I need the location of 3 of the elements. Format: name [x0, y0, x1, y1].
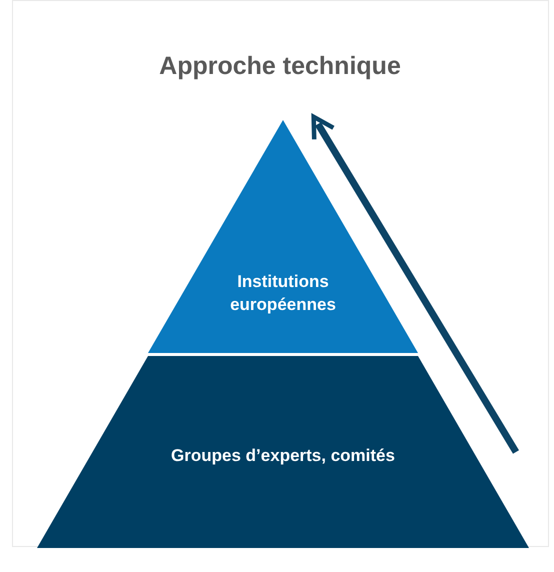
section-label: Groupes d’experts, comités: [170, 445, 396, 467]
title: Approche technique: [158, 51, 402, 82]
section-label: Institutions européennes: [229, 271, 337, 316]
